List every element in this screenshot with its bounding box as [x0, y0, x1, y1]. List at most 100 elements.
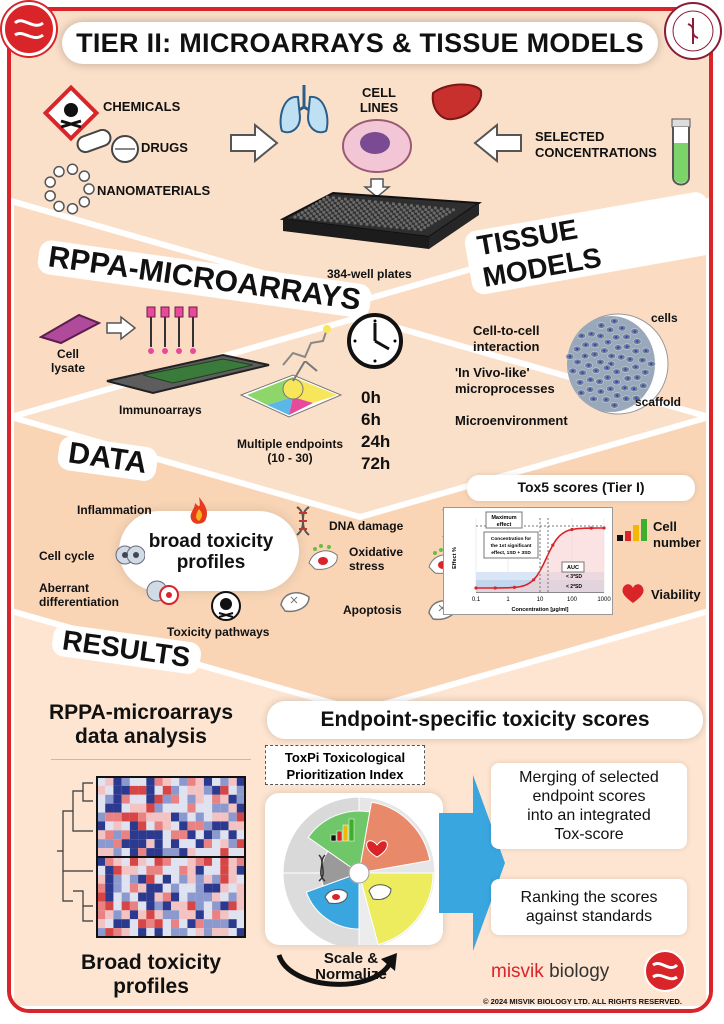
lung-icon — [274, 81, 336, 142]
label-384-well-plates: 384-well plates — [327, 267, 412, 281]
label-conc-note-3: effect, 1SD + 3SD — [491, 550, 531, 556]
arrow-down-icon — [363, 178, 391, 198]
misvik-logo-icon — [2, 2, 56, 56]
liver-icon — [429, 81, 485, 130]
label-differentiation: differentiation — [39, 595, 119, 609]
pills-icon — [75, 128, 145, 170]
label-rppa-data-analysis: RPPA-microarrays data analysis — [31, 701, 251, 749]
brand-misvik: misvik — [491, 961, 544, 982]
toxpi-label-box: ToxPi Toxicological Prioritization Index — [265, 745, 425, 785]
label-dna-damage: DNA damage — [329, 519, 404, 533]
label-cell-to-cell: Cell-to-cell interaction — [473, 323, 539, 355]
label-aberrant: Aberrant — [39, 581, 90, 595]
label-cell-number-line2: number — [653, 535, 701, 550]
label-broad-toxicity-profiles-results: Broad toxicity profiles — [51, 951, 251, 999]
copyright: © 2024 MISVIK BIOLOGY LTD. ALL RIGHTS RE… — [483, 997, 682, 1006]
label-scale: Scale & — [323, 950, 379, 967]
label-cell-number-line1: Cell — [653, 519, 677, 534]
y-axis-label: Effect % — [452, 547, 458, 569]
label-apoptosis: Apoptosis — [343, 603, 402, 617]
label-in-vivo-like: 'In Vivo-like' microprocesses — [455, 365, 555, 397]
label-profiles: profiles — [176, 552, 246, 573]
label-toxpi-line1: ToxPi Toxicological — [284, 750, 406, 765]
label-tox5-scores: Tox5 scores (Tier I) — [517, 479, 645, 495]
stress-cell-icon — [307, 543, 341, 578]
immunoarray-slide-icon — [103, 351, 273, 404]
label-cell-cycle: Cell cycle — [39, 549, 95, 563]
arrow-right-icon — [230, 123, 279, 163]
clock-icon — [345, 311, 405, 376]
merging-box: Merging of selected endpoint scores into… — [491, 763, 687, 849]
label-in-vivo-line1: 'In Vivo-like' — [455, 365, 530, 380]
time-point-2: 24h — [361, 432, 391, 451]
slide-icon — [38, 313, 102, 350]
label-ranking-line1: Ranking the scores — [520, 889, 658, 906]
tissue-spheroid-icon — [565, 311, 671, 422]
arrow-small-right-icon — [106, 315, 137, 341]
label-scale-normalize: Scale & Normalize — [301, 951, 401, 983]
pipette-array-icon — [139, 305, 207, 370]
label-cell-lines: CELL LINES — [359, 85, 399, 115]
label-cells: cells — [651, 311, 678, 325]
brand-biology: biology — [549, 961, 610, 982]
label-broad-toxicity-profiles: broad toxicity profiles — [131, 531, 291, 573]
molecule-icon — [279, 325, 333, 376]
label-endpoint-range: (10 - 30) — [267, 451, 313, 465]
test-tube-icon — [667, 117, 695, 196]
ranking-box: Ranking the scores against standards — [491, 879, 687, 935]
label-viability: Viability — [651, 587, 701, 602]
label-nanomaterials: NANOMATERIALS — [97, 183, 211, 198]
toxpi-slice-viability — [360, 801, 431, 872]
label-broad-toxicity: broad toxicity — [148, 531, 274, 552]
heart-icon — [621, 583, 645, 610]
label-multiple-endpoints: Multiple endpoints (10 - 30) — [215, 437, 365, 465]
label-rppa-analysis-line1: RPPA-microarrays — [48, 701, 234, 724]
label-merging-line3: into an integrated — [527, 807, 651, 824]
label-toxpi-line2: Prioritization Index — [286, 767, 404, 782]
label-sd2: < 2*SD — [566, 584, 582, 590]
x-tick-4: 1000 — [597, 597, 611, 603]
label-broad-line2: profiles — [113, 975, 189, 998]
label-cell-to-cell-line2: interaction — [473, 339, 540, 354]
x-axis-label: Concentration [µg/ml] — [512, 607, 569, 613]
label-cell-lysate: Cell lysate — [51, 347, 85, 375]
label-merging-line4: Tox-score — [554, 826, 624, 843]
time-points-list: 0h 6h 24h 72h — [361, 387, 390, 475]
label-broad-line1: Broad toxicity — [80, 951, 222, 974]
brand-logo-icon — [643, 949, 687, 998]
time-point-1: 6h — [361, 410, 381, 429]
differentiating-cell-icon — [145, 577, 179, 612]
tox5-pill — [467, 475, 695, 501]
label-oxidative: Oxidative — [349, 545, 404, 559]
skull-icon — [211, 591, 241, 626]
divider — [51, 759, 251, 760]
label-merging-line2: endpoint scores — [532, 788, 646, 805]
dna-icon — [293, 505, 313, 542]
scale-arrow-icon — [276, 953, 397, 987]
label-sd3: < 3*SD — [566, 574, 582, 580]
profiles-bubble — [119, 511, 299, 591]
bar-signal-icon — [617, 517, 647, 548]
nanomaterial-ring-icon — [41, 161, 97, 222]
well-plate-icon — [273, 189, 483, 266]
label-oxidative-stress: Oxidative stress — [349, 545, 403, 573]
label-conc-note-1: Concentration for — [491, 536, 531, 542]
cell-icon — [339, 115, 415, 182]
label-concentrations: CONCENTRATIONS — [535, 145, 657, 160]
arrow-left-icon — [473, 123, 522, 163]
label-inflammation: Inflammation — [77, 503, 152, 517]
dividing-cell-icon — [115, 541, 146, 574]
label-rppa-analysis-line2: data analysis — [75, 725, 207, 748]
time-point-3: 72h — [361, 454, 391, 473]
time-point-0: 0h — [361, 388, 381, 407]
label-aberrant-differentiation: Aberrant differentiation — [39, 581, 119, 609]
label-drugs: DRUGS — [141, 140, 188, 155]
toxpi-chart-card — [265, 793, 443, 950]
page-title: TIER II: MICROARRAYS & TISSUE MODELS — [62, 22, 658, 64]
dendrogram — [57, 782, 93, 922]
label-scaffold: scaffold — [635, 395, 682, 409]
label-lysate: lysate — [51, 361, 86, 375]
label-stress: stress — [349, 559, 385, 573]
label-merging-line1: Merging of selected — [519, 769, 659, 786]
